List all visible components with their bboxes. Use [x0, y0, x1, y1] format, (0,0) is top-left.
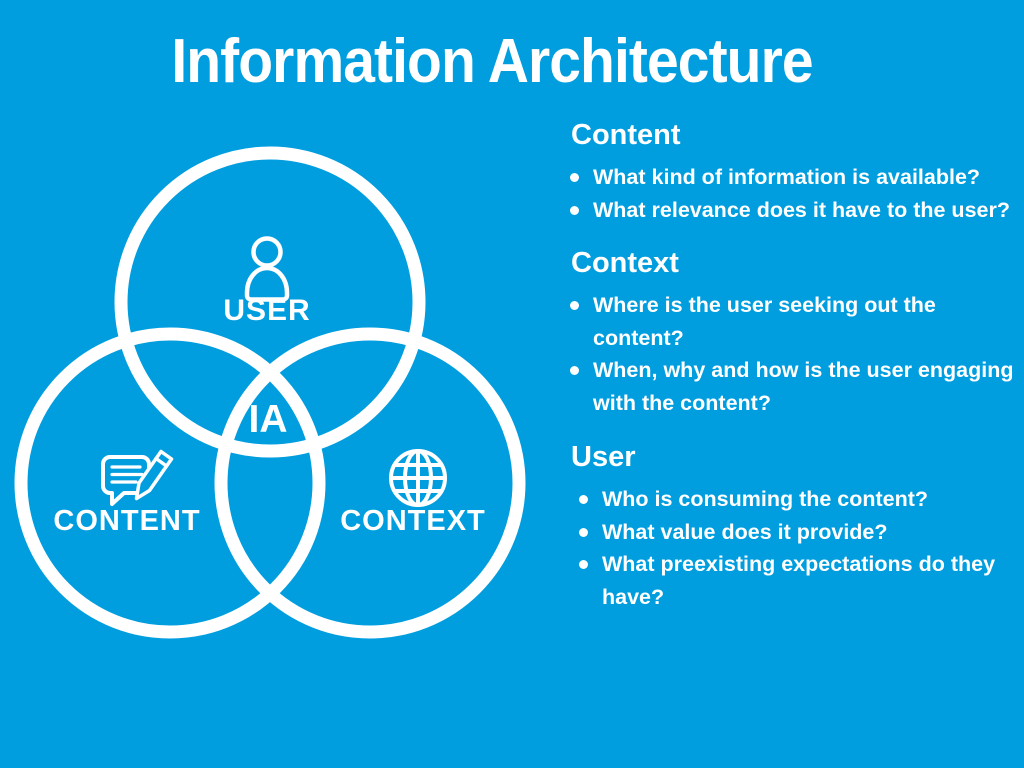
- venn-label-content: CONTENT: [53, 505, 200, 537]
- section-user: User Who is consuming the content? What …: [556, 440, 1024, 613]
- venn-label-context: CONTEXT: [340, 505, 486, 537]
- bullet-list: Where is the user seeking out the conten…: [556, 289, 1024, 419]
- bullet-list: Who is consuming the content? What value…: [556, 483, 1024, 613]
- bullet-item: What preexisting expectations do they ha…: [556, 548, 1024, 613]
- bullet-list: What kind of information is available? W…: [556, 161, 1024, 226]
- section-heading: User: [571, 441, 636, 473]
- bullet-item: When, why and how is the user engaging w…: [556, 354, 1024, 419]
- bullet-item: Who is consuming the content?: [556, 483, 1024, 516]
- right-panel: Content What kind of information is avai…: [556, 118, 1024, 613]
- venn-label-user: USER: [223, 294, 310, 327]
- bullet-item: Where is the user seeking out the conten…: [556, 289, 1024, 354]
- speech-bubble-pencil-icon: [101, 449, 174, 506]
- venn-circle-context: [214, 327, 526, 639]
- section-context: Context Where is the user seeking out th…: [556, 246, 1024, 419]
- page-title: Information Architecture: [171, 27, 813, 96]
- section-heading: Content: [571, 119, 681, 151]
- bullet-item: What relevance does it have to the user?: [556, 194, 1024, 227]
- person-icon: [244, 236, 290, 302]
- globe-icon: [389, 449, 447, 507]
- venn-diagram: USER CONTENT CONTEXT IA: [14, 146, 526, 639]
- section-heading: Context: [571, 247, 679, 279]
- section-content: Content What kind of information is avai…: [556, 118, 1024, 226]
- venn-circle-content: [14, 327, 326, 639]
- venn-circle-user: [114, 146, 426, 458]
- venn-center-label: IA: [249, 398, 288, 441]
- bullet-item: What value does it provide?: [556, 516, 1024, 549]
- bullet-item: What kind of information is available?: [556, 161, 1024, 194]
